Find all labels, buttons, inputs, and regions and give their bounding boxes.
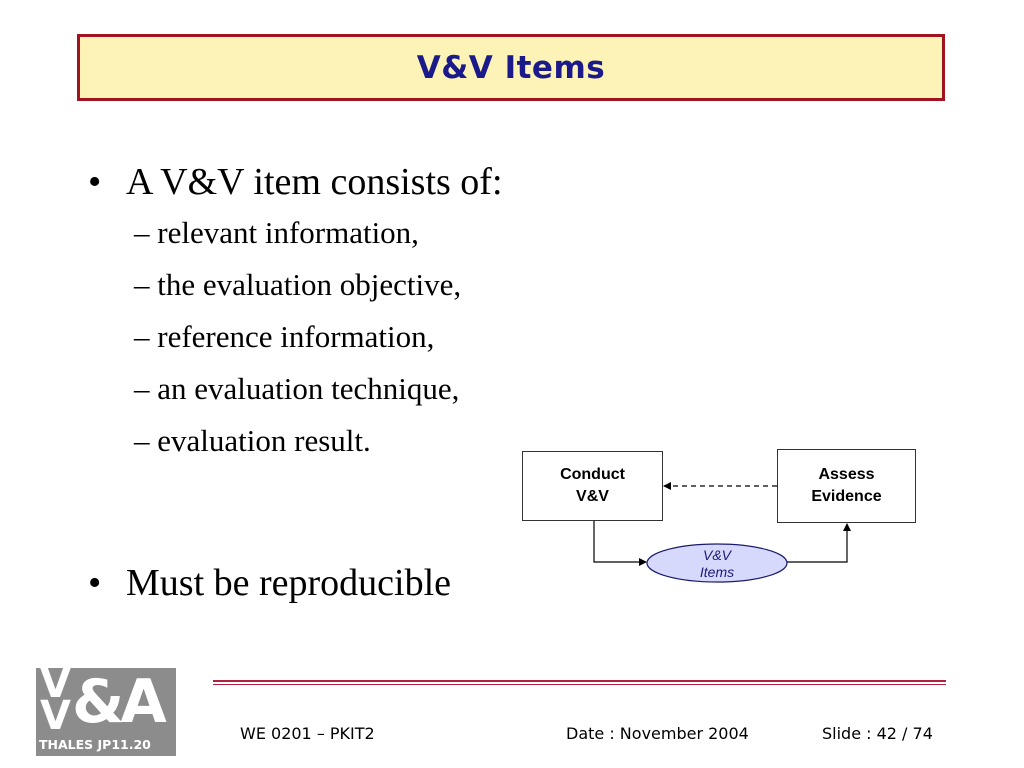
bullet-text-2: Must be reproducible [126, 562, 452, 604]
sub-item-1: – relevant information, [134, 215, 419, 250]
conduct-box-line1: Conduct [560, 466, 625, 483]
arrow-conduct-to-items [593, 521, 647, 566]
logo-top-letter: V [40, 668, 71, 707]
oval-line1: V&V [702, 547, 731, 563]
oval-line2: Items [699, 564, 735, 580]
bullet-item-1: • A V&V item consists of: [88, 160, 503, 204]
bullet-glyph: • [88, 161, 102, 203]
title-box: V&V Items [77, 34, 945, 101]
conduct-vv-box: Conduct V&V [522, 451, 663, 521]
footer-date: Date : November 2004 [566, 724, 749, 743]
bullet-item-2: • Must be reproducible [88, 561, 451, 605]
arrow-items-to-assess [787, 523, 851, 563]
assess-box-line1: Assess [818, 466, 875, 483]
logo-bottom-letter: V [40, 693, 71, 739]
footer-slide-number: Slide : 42 / 74 [822, 724, 933, 743]
footer-rule-bottom [213, 684, 946, 685]
footer-course-code: WE 0201 – PKIT2 [240, 724, 375, 743]
logo-amp-a: &A [72, 668, 167, 737]
vva-logo: V V &A THALES JP11.20 [36, 668, 176, 756]
sub-item-2: – the evaluation objective, [134, 267, 462, 302]
items-oval-label: V&V Items [647, 546, 787, 582]
sub-item-5: – evaluation result. [134, 423, 371, 458]
logo-subtitle: THALES JP11.20 [39, 737, 151, 752]
sub-item-4: – an evaluation technique, [134, 371, 460, 406]
assess-box-line2: Evidence [811, 488, 882, 505]
bullet-text-1: A V&V item consists of: [126, 161, 503, 203]
conduct-box-line2: V&V [576, 488, 609, 505]
sub-item-3: – reference information, [134, 319, 435, 354]
bullet-glyph: • [88, 562, 102, 604]
footer-rule-top [213, 680, 946, 682]
slide-title: V&V Items [416, 49, 606, 86]
assess-evidence-box: Assess Evidence [777, 449, 916, 523]
